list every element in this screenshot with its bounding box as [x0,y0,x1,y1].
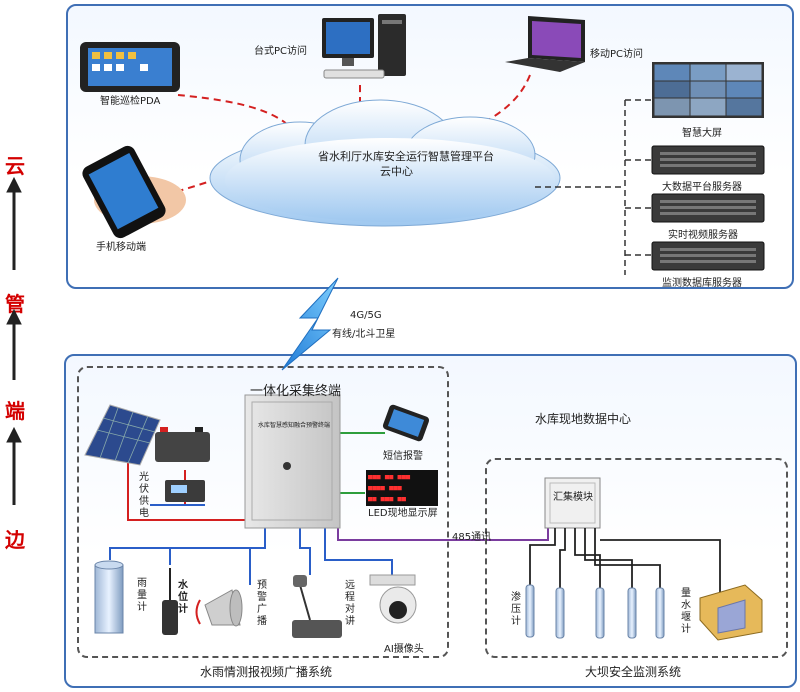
terminal-subsystem-box [77,366,449,658]
solar-label: 光伏供电 [139,472,149,519]
led-display-panel [366,470,438,506]
cabinet-text: 水库智慧感知融合预警终端 [258,422,331,429]
monitor-db-server-label: 监测数据库服务器 [662,278,742,289]
desktop-label: 台式PC访问 [254,46,308,57]
led-label: LED现地显示屏 [368,508,438,519]
sensor-bus [529,528,721,595]
system-right-label: 大坝安全监测系统 [585,665,682,679]
uplink-bolt [281,277,339,371]
smart-screen-label: 智慧大屏 [682,128,722,139]
sms-phone [382,404,430,442]
side-label-device: 端 [5,399,25,423]
seepage-meter-label: 渗压计 [511,592,521,627]
loudspeaker [195,589,243,627]
sms-label: 短信报警 [383,451,423,462]
side-label-pipe: 管 [5,292,25,316]
side-label-edge: 边 [5,528,25,552]
led-text-line: ■■■■ ■■■ [368,484,402,492]
rain-gauge [94,560,124,634]
led-text-line: ■■ ■■■ ■■ [368,495,406,503]
collector-module [544,477,601,529]
ai-camera-label: AI摄像头 [384,644,424,655]
big-data-server-label: 大数据平台服务器 [662,182,742,193]
phone-label: 手机移动端 [96,242,146,253]
water-level-label: 水位计 [178,580,188,615]
server-links [535,99,652,275]
terminal-title: 一体化采集终端 [250,384,342,399]
platform-subtitle: 云中心 [380,165,413,178]
cabinet [244,394,341,529]
uplink-label-1: 4G/5G [350,310,382,321]
side-arrows [6,176,22,505]
seepage-sensors [525,584,665,639]
laptop [505,16,585,72]
collector-label: 汇集模块 [553,492,593,503]
remote-talk-label: 远程对讲 [345,580,355,627]
pda-label: 智能巡检PDA [100,96,161,107]
led-text-line: ■■■ ■■ ■■■ [368,473,411,481]
mobile-pc-label: 移动PC访问 [590,49,644,60]
alarm-broadcast-label: 预警广播 [257,580,267,627]
smart-screen [652,62,764,118]
uplink-label-2: 有线/北斗卫星 [332,329,396,340]
pda-device [80,42,180,92]
phone-device [82,145,186,239]
link-485-label: 485通讯 [452,532,492,543]
weir-meter-label: 量水堰计 [681,588,691,635]
rain-gauge-label: 雨量计 [137,578,147,613]
data-center-title: 水库现地数据中心 [535,412,632,426]
edge-wiring [109,432,549,585]
desktop-pc [322,14,406,79]
platform-title: 省水利厅水库安全运行智慧管理平台 [318,150,494,163]
dam-subsystem-box [485,458,788,658]
weir-structure [699,584,763,641]
water-level-sensor [162,568,178,635]
ai-camera [369,574,417,624]
cloud-center-shape [209,99,561,227]
system-left-label: 水雨情测报视频广播系统 [200,665,333,679]
battery [155,427,210,462]
led-text: ■■■ ■■ ■■■ ■■■■ ■■■ ■■ ■■■ ■■ [368,472,436,505]
solar-panel [84,404,161,466]
intercom [292,575,342,638]
side-label-cloud: 云 [5,154,25,178]
video-server-label: 实时视频服务器 [668,230,738,241]
